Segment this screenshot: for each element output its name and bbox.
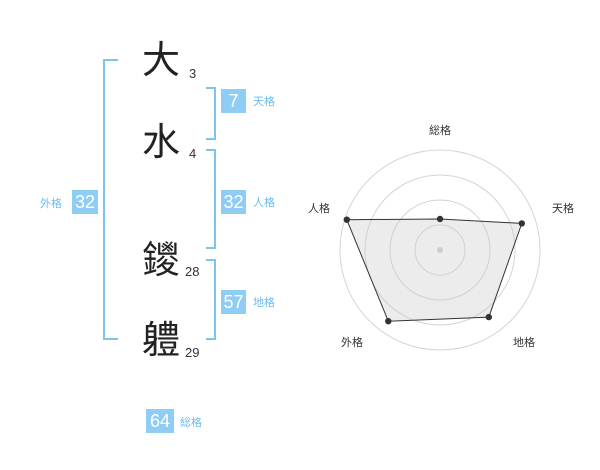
radar-axis-label-1: 総格 (429, 123, 451, 137)
chikaku-label: 地格 (253, 296, 275, 309)
tenkaku-value: 7 (221, 89, 246, 113)
gaikaku-bracket (103, 59, 118, 340)
radar-point-1 (436, 215, 444, 223)
stroke-count-3: 28 (185, 264, 200, 279)
radar-axis-label-4: 外格 (341, 335, 363, 349)
tenkaku-label: 天格 (253, 95, 275, 108)
stroke-count-4: 29 (185, 345, 200, 360)
radar-ring-1 (414, 224, 466, 276)
radar-axis-label-5: 人格 (308, 201, 330, 215)
stroke-count-1: 3 (189, 66, 197, 81)
radar-point-4 (385, 318, 392, 325)
radar-ring-2 (389, 199, 491, 301)
name-char-1: 大 (141, 38, 180, 82)
jinkaku-bracket (206, 149, 216, 249)
radar-axis-label-3: 地格 (513, 335, 535, 349)
jinkaku-value: 32 (221, 190, 246, 214)
name-char-3: 鑁 (141, 238, 180, 282)
radar-point-3 (485, 313, 492, 321)
radar-point-2 (518, 220, 525, 227)
soukaku-label: 総格 (180, 416, 202, 429)
soukaku-value: 64 (146, 409, 174, 433)
radar-data-polygon (346, 218, 523, 322)
chikaku-value: 57 (221, 290, 246, 314)
stroke-count-2: 4 (189, 146, 197, 161)
chikaku-bracket (206, 259, 216, 340)
name-char-4: 軆 (141, 318, 180, 362)
radar-axis-label-2: 天格 (552, 201, 574, 215)
name-char-2: 水 (141, 120, 180, 164)
radar-center-dot (437, 247, 443, 253)
radar-point-5 (343, 216, 350, 223)
gaikaku-value: 32 (72, 190, 98, 214)
gaikaku-label: 外格 (40, 197, 62, 210)
jinkaku-label: 人格 (253, 196, 275, 209)
tenkaku-bracket (206, 87, 216, 140)
radar-ring-3 (364, 174, 516, 326)
